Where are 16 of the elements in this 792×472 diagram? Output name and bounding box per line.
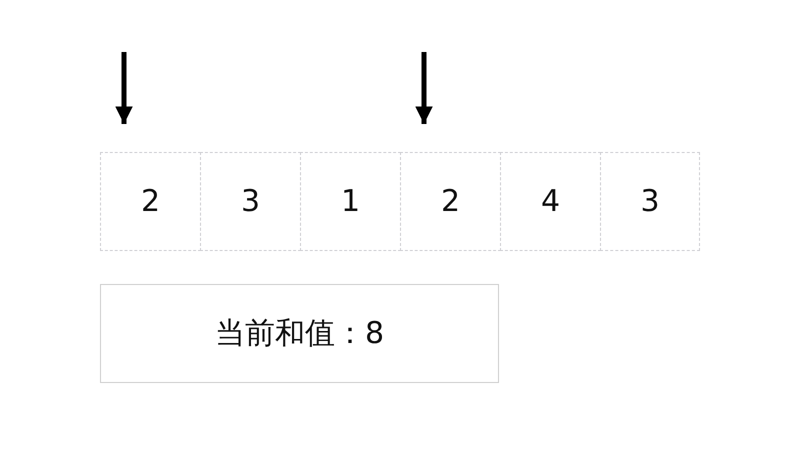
array-cell (500, 152, 601, 251)
number-label: 3 (240, 184, 260, 219)
number-label: 2 (140, 184, 160, 219)
array-cell (100, 152, 201, 251)
pointer-arrow (115, 52, 133, 124)
array-cell (300, 152, 401, 251)
pointer-arrow (415, 52, 433, 124)
array-cell (400, 152, 501, 251)
number-label: 3 (640, 184, 660, 219)
sum-box (100, 284, 499, 383)
array-cell (200, 152, 301, 251)
number-label: 2 (440, 184, 460, 219)
sum-label: 当前和值：8 (214, 315, 384, 353)
array-cell (600, 152, 700, 251)
number-label: 4 (540, 184, 560, 219)
number-label: 1 (340, 184, 360, 219)
